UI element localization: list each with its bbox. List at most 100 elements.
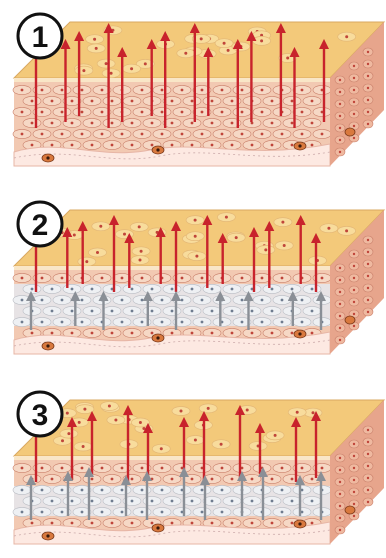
surface-nucleus (83, 408, 86, 411)
cell-nucleus (161, 489, 164, 492)
cell-nucleus (111, 122, 114, 125)
surface-nucleus (260, 39, 263, 42)
cell-nucleus (41, 111, 44, 114)
cell-nucleus (111, 522, 114, 525)
side-basal-cell (345, 506, 355, 514)
cell-nucleus (171, 500, 174, 503)
cell-nucleus (211, 122, 214, 125)
surface-nucleus (207, 407, 210, 410)
cell-nucleus (261, 299, 264, 302)
cell-nucleus (291, 522, 294, 525)
side-nucleus (339, 91, 341, 93)
cell-nucleus (311, 332, 314, 335)
cell-nucleus (301, 133, 304, 136)
cell-nucleus (181, 277, 184, 280)
cell-nucleus (141, 89, 144, 92)
cell-nucleus (211, 100, 214, 103)
cell-nucleus (271, 522, 274, 525)
cell-nucleus (261, 133, 264, 136)
side-nucleus (339, 127, 341, 129)
cell-nucleus (251, 144, 254, 147)
cell-nucleus (131, 288, 134, 291)
cell-nucleus (121, 133, 124, 136)
cell-nucleus (311, 122, 314, 125)
side-nucleus (339, 115, 341, 117)
cell-nucleus (251, 310, 254, 313)
cell-nucleus (311, 288, 314, 291)
side-nucleus (367, 477, 369, 479)
cell-nucleus (231, 522, 234, 525)
cell-nucleus (91, 478, 94, 481)
cell-nucleus (121, 321, 124, 324)
cell-nucleus (131, 522, 134, 525)
surface-nucleus (93, 38, 96, 41)
cell-nucleus (101, 467, 104, 470)
cell-nucleus (21, 133, 24, 136)
side-nucleus (339, 267, 341, 269)
side-nucleus (353, 443, 355, 445)
cell-nucleus (231, 288, 234, 291)
cell-nucleus (181, 299, 184, 302)
cell-nucleus (61, 89, 64, 92)
cell-nucleus (81, 489, 84, 492)
surface-nucleus (123, 233, 126, 236)
cell-nucleus (311, 100, 314, 103)
cell-nucleus (221, 111, 224, 114)
cell-nucleus (241, 277, 244, 280)
cell-nucleus (211, 144, 214, 147)
side-nucleus (353, 113, 355, 115)
side-nucleus (339, 457, 341, 459)
cell-nucleus (71, 122, 74, 125)
step-number-label: 1 (32, 21, 49, 54)
skin-panel-2: 2 (13, 202, 384, 354)
cell-nucleus (161, 111, 164, 114)
side-nucleus (367, 239, 369, 241)
cell-nucleus (311, 144, 314, 147)
side-nucleus (353, 289, 355, 291)
cell-nucleus (41, 299, 44, 302)
side-nucleus (367, 453, 369, 455)
cell-nucleus (91, 288, 94, 291)
cell-nucleus (91, 332, 94, 335)
side-nucleus (353, 89, 355, 91)
cell-nucleus (281, 321, 284, 324)
basal-cell-nucleus (156, 526, 159, 529)
side-nucleus (367, 51, 369, 53)
cell-nucleus (191, 522, 194, 525)
cell-nucleus (251, 500, 254, 503)
cell-nucleus (41, 511, 44, 514)
cell-nucleus (231, 500, 234, 503)
cell-nucleus (91, 122, 94, 125)
side-nucleus (353, 253, 355, 255)
cell-nucleus (141, 511, 144, 514)
cell-nucleus (131, 100, 134, 103)
cell-nucleus (271, 288, 274, 291)
cell-nucleus (171, 332, 174, 335)
cell-nucleus (31, 122, 34, 125)
cell-nucleus (221, 89, 224, 92)
cell-nucleus (101, 277, 104, 280)
cell-nucleus (131, 500, 134, 503)
side-nucleus (353, 277, 355, 279)
cell-nucleus (41, 133, 44, 136)
cell-nucleus (51, 478, 54, 481)
cell-nucleus (31, 288, 34, 291)
cell-nucleus (171, 522, 174, 525)
cell-nucleus (271, 332, 274, 335)
side-nucleus (339, 469, 341, 471)
cell-nucleus (141, 277, 144, 280)
step-number-label: 2 (32, 209, 49, 242)
surface-nucleus (227, 49, 230, 52)
cell-nucleus (271, 310, 274, 313)
cell-nucleus (201, 111, 204, 114)
cell-nucleus (221, 133, 224, 136)
cell-nucleus (31, 332, 34, 335)
cell-nucleus (171, 310, 174, 313)
cell-nucleus (181, 89, 184, 92)
surface-nucleus (85, 260, 88, 263)
cell-nucleus (191, 144, 194, 147)
side-nucleus (353, 479, 355, 481)
cell-nucleus (291, 100, 294, 103)
cell-nucleus (81, 133, 84, 136)
